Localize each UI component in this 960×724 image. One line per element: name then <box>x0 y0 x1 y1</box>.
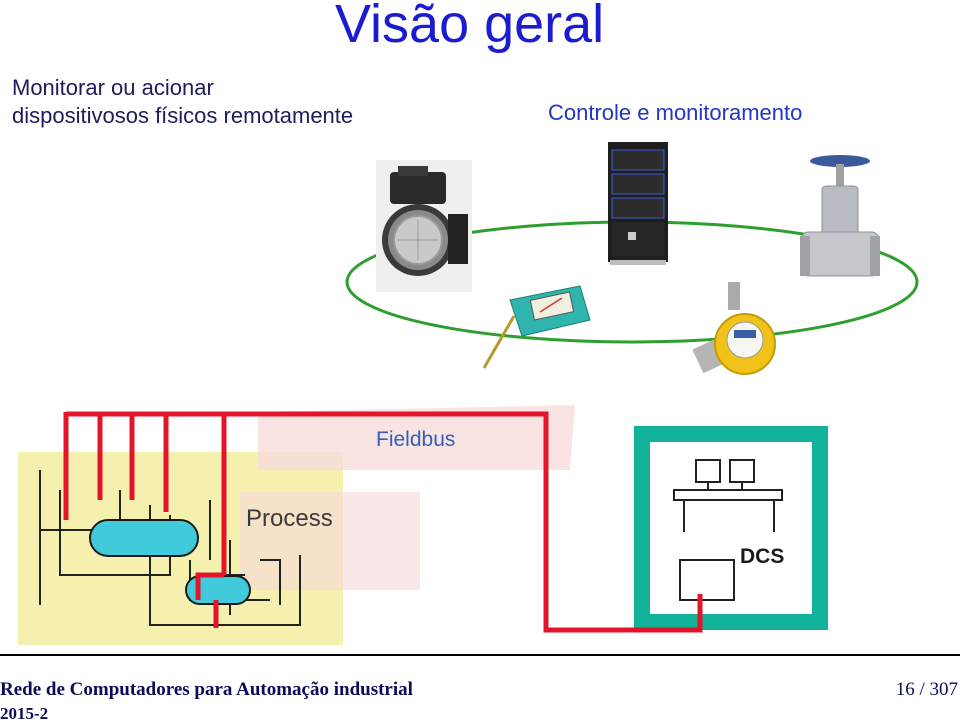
dcs-monitor-left <box>695 459 721 483</box>
pressure-transmitter-image <box>692 282 776 375</box>
fieldbus-wiring <box>63 411 703 633</box>
dcs-workstation-desk <box>673 489 783 501</box>
left-heading-line1: Monitorar ou acionar <box>12 75 214 100</box>
dcs-monitor-right <box>729 459 755 483</box>
footer-page-number: 16 / 307 <box>895 679 958 700</box>
dcs-label: DCS <box>740 545 784 568</box>
process-panel-shade <box>240 492 420 590</box>
gate-valve-image <box>800 155 880 277</box>
right-heading: Controle e monitoramento <box>548 100 803 125</box>
airflow-sensor-image <box>376 160 472 292</box>
footer-course-title: Rede de Computadores para Automação indu… <box>0 679 413 700</box>
dcs-frame <box>634 426 828 630</box>
process-label: Process <box>246 505 333 532</box>
footer-term: 2015-2 <box>0 704 49 723</box>
fieldbus-label: Fieldbus <box>376 428 455 451</box>
overview-diagram: Process Fieldbus DCS <box>18 142 919 645</box>
server-tower-image <box>608 142 668 265</box>
left-heading: Monitorar ou acionar dispositivosos físi… <box>12 74 353 130</box>
left-heading-line2: dispositivosos físicos remotamente <box>12 103 354 128</box>
fieldbus-band <box>258 405 575 470</box>
process-tank-large <box>89 519 199 557</box>
dcs-desk-legs <box>683 482 775 532</box>
dcs-controller-rack <box>679 559 735 601</box>
slide-title: Visão geral <box>335 0 605 54</box>
soil-meter-image <box>482 285 591 369</box>
footer-divider <box>0 654 960 656</box>
